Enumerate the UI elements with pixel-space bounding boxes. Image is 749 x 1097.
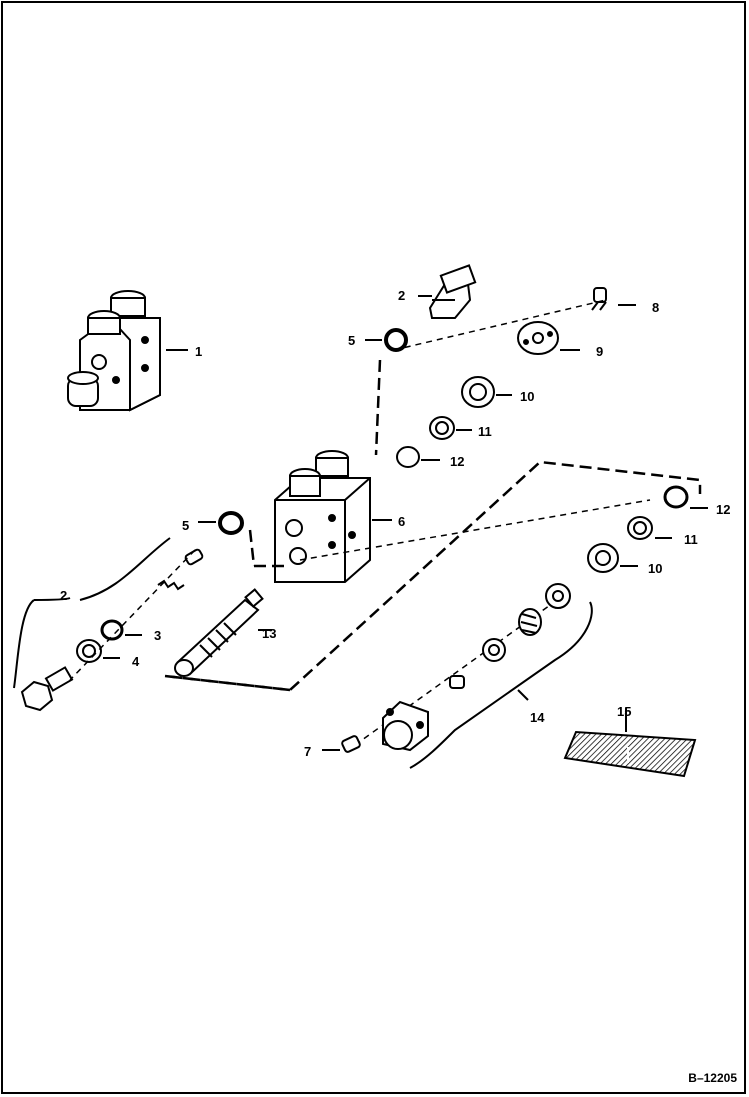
callout-4: 4 — [132, 654, 140, 669]
figure-code: B–12205 — [688, 1071, 737, 1085]
ring-part-11-top — [429, 416, 472, 440]
washer-part-4 — [76, 639, 120, 663]
bracket-part-2-arm — [79, 537, 171, 601]
callout-3: 3 — [154, 628, 161, 643]
callout-5-left: 5 — [182, 518, 189, 533]
o-ring-part-5-left — [218, 511, 244, 535]
callout-5-top: 5 — [348, 333, 355, 348]
relief-fitting-part-2 — [418, 264, 477, 319]
callout-1: 1 — [195, 344, 202, 359]
detent-kit-part-14 — [382, 583, 571, 752]
callout-2-top: 2 — [398, 288, 405, 303]
callout-11-bottom: 11 — [684, 532, 698, 547]
callout-15: 15 — [617, 704, 631, 719]
screw-part-7 — [322, 735, 361, 753]
bracket-part-2-top — [33, 597, 71, 601]
callout-12-right: 12 — [716, 502, 730, 517]
callout-2-left: 2 — [60, 588, 67, 603]
callout-6: 6 — [398, 514, 405, 529]
callout-12-top: 12 — [450, 454, 464, 469]
washer-part-10-top — [461, 376, 512, 408]
callout-8: 8 — [652, 300, 659, 315]
callout-11-top: 11 — [478, 424, 492, 439]
bracket-part-14 — [409, 601, 593, 769]
callout-13: 13 — [262, 626, 276, 641]
o-ring-part-12-right — [663, 485, 708, 509]
cap-part-9 — [517, 321, 580, 355]
callout-9: 9 — [596, 344, 603, 359]
ring-part-11-bottom — [627, 516, 672, 540]
assembly-outline — [69, 299, 702, 746]
spool-part-13 — [174, 588, 272, 677]
callout-7: 7 — [304, 744, 311, 759]
bracket-part-2-bottom — [13, 599, 35, 689]
o-ring-part-12-top — [396, 446, 440, 468]
washer-part-10-bottom — [587, 543, 638, 573]
relief-plug-group-part-2 — [20, 548, 204, 712]
o-ring-part-5-top — [384, 328, 408, 352]
valve-assembly-part-1 — [67, 290, 188, 412]
decal-part-15 — [563, 708, 697, 778]
screw-part-8 — [591, 287, 636, 311]
callout-10-bottom: 10 — [648, 561, 662, 576]
callout-10-top: 10 — [520, 389, 534, 404]
valve-body-part-6 — [274, 450, 392, 583]
callout-14: 14 — [530, 710, 545, 725]
o-ring-part-3 — [100, 619, 142, 641]
